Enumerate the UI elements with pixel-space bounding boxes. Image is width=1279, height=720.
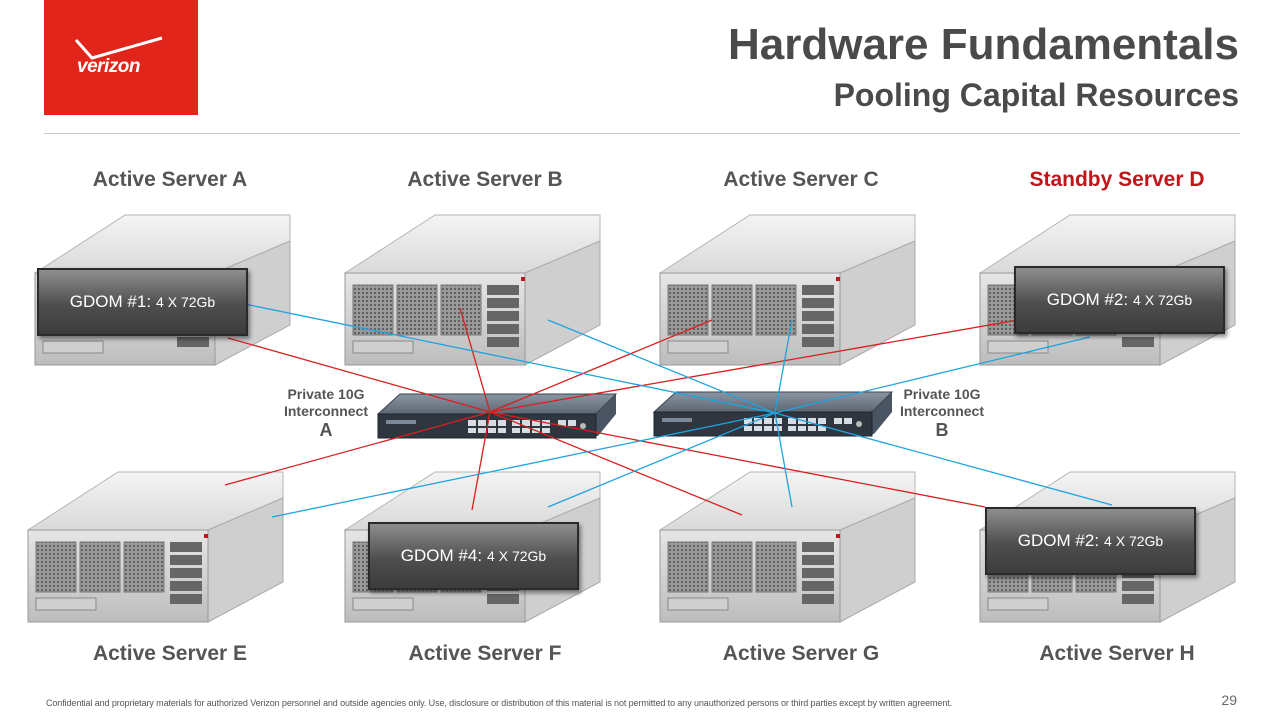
server-label-e: Active Server E bbox=[92, 642, 248, 665]
interconnect-id: B bbox=[935, 420, 949, 440]
verizon-logo: verizon bbox=[44, 0, 198, 115]
gdom-name: GDOM #2: bbox=[1017, 531, 1100, 550]
gdom-name: GDOM #2: bbox=[1046, 290, 1129, 309]
page-number: 29 bbox=[1221, 692, 1237, 708]
gdom-capacity: 4 X 72Gb bbox=[1104, 533, 1164, 549]
interconnect-b-label: Private 10G Interconnect B bbox=[882, 386, 1002, 439]
interconnect-line1: Private 10G bbox=[903, 386, 981, 402]
server-label-d: Standby Server D bbox=[1029, 168, 1205, 191]
gdom-capacity: 4 X 72Gb bbox=[156, 294, 216, 310]
gdom-box-4: GDOM #4: 4 X 72Gb bbox=[368, 522, 579, 590]
slide-title: Hardware Fundamentals bbox=[727, 20, 1239, 69]
logo-wordmark: verizon bbox=[77, 56, 141, 77]
verizon-check-icon bbox=[74, 36, 163, 60]
confidential-disclaimer: Confidential and proprietary materials f… bbox=[46, 698, 953, 708]
interconnect-line2: Interconnect bbox=[899, 403, 984, 419]
interconnect-a-label: Private 10G Interconnect A bbox=[266, 386, 386, 439]
server-e-icon bbox=[27, 471, 284, 623]
server-label-f: Active Server F bbox=[408, 642, 562, 665]
gdom-capacity: 4 X 72Gb bbox=[487, 548, 547, 564]
slide-subtitle: Pooling Capital Resources bbox=[833, 77, 1239, 113]
gdom-box-2: GDOM #2: 4 X 72Gb bbox=[1014, 266, 1225, 334]
interconnect-line2: Interconnect bbox=[283, 403, 368, 419]
server-label-c: Active Server C bbox=[723, 168, 879, 191]
interconnect-a-links bbox=[224, 307, 1019, 516]
title-divider bbox=[44, 133, 1240, 134]
gdom-capacity: 4 X 72Gb bbox=[1133, 292, 1193, 308]
gdom-name: GDOM #1: bbox=[69, 292, 152, 311]
server-label-b: Active Server B bbox=[407, 168, 563, 191]
gdom-box-2b: GDOM #2: 4 X 72Gb bbox=[985, 507, 1196, 575]
server-label-h: Active Server H bbox=[1039, 642, 1195, 665]
server-g-icon bbox=[659, 471, 916, 623]
switch-a-icon bbox=[377, 393, 617, 439]
interconnect-line1: Private 10G bbox=[287, 386, 365, 402]
gdom-box-1: GDOM #1: 4 X 72Gb bbox=[37, 268, 248, 336]
server-label-g: Active Server G bbox=[722, 642, 880, 665]
interconnect-id: A bbox=[319, 420, 333, 440]
interconnect-b-links bbox=[234, 301, 1113, 518]
server-b-icon bbox=[344, 214, 601, 366]
gdom-name: GDOM #4: bbox=[400, 546, 483, 565]
server-label-a: Active Server A bbox=[92, 168, 248, 191]
